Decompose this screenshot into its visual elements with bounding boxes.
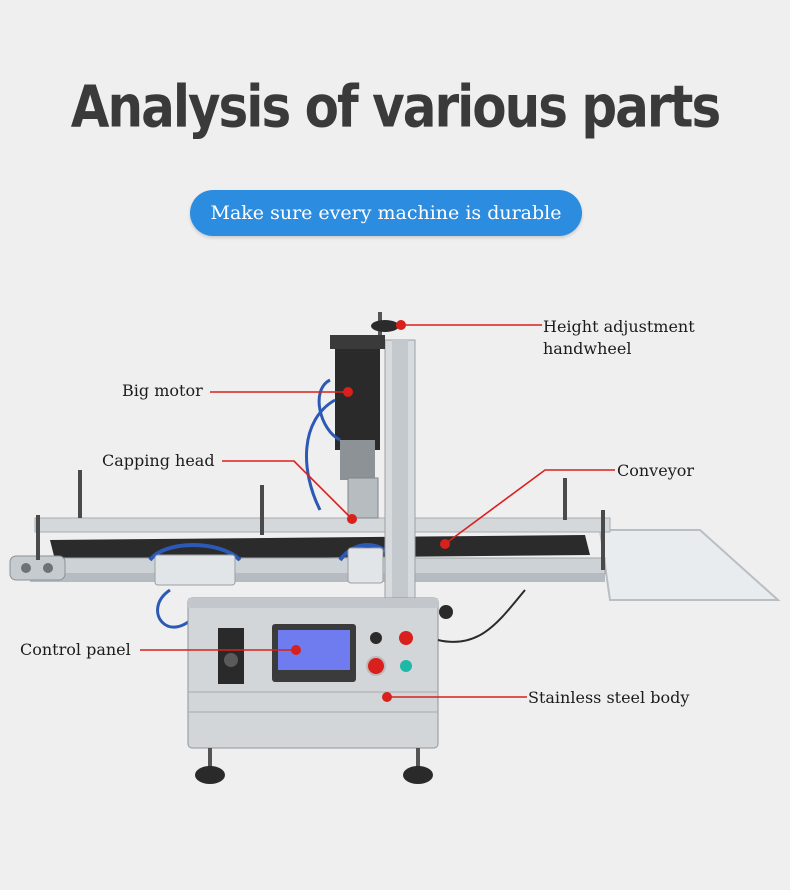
conveyor-dot xyxy=(440,539,450,549)
handwheel-graphic xyxy=(371,320,399,332)
handwheel-label-line1: Height adjustment xyxy=(543,317,695,336)
capping-head-callout-line xyxy=(222,460,353,520)
callout-lines xyxy=(140,324,615,698)
conveyor-back-rail xyxy=(34,517,611,533)
callout-dots xyxy=(291,320,450,702)
page-title: Analysis of various parts xyxy=(70,73,721,141)
capping-head-dot xyxy=(347,514,357,524)
control-panel-dot xyxy=(291,645,301,655)
capping-head-label: Capping head xyxy=(102,451,215,470)
conveyor-belt xyxy=(50,535,590,560)
conveyor-callout-line xyxy=(444,469,615,545)
outfeed-tray xyxy=(598,529,781,601)
capping-head-graphic xyxy=(347,477,379,519)
motor-graphic xyxy=(335,340,380,450)
conveyor-label: Conveyor xyxy=(617,461,695,480)
body-dot xyxy=(382,692,392,702)
subtitle-text: Make sure every machine is durable xyxy=(210,202,562,224)
handwheel-label-line2: handwheel xyxy=(543,339,632,358)
handwheel-label: Height adjustment handwheel xyxy=(543,316,695,360)
body-label: Stainless steel body xyxy=(528,688,690,707)
conveyor-front-rail xyxy=(29,557,606,575)
subtitle-badge: Make sure every machine is durable xyxy=(190,190,582,236)
control-panel-label: Control panel xyxy=(20,640,131,659)
handwheel-dot xyxy=(396,320,406,330)
motor-label: Big motor xyxy=(122,381,203,400)
motor-dot xyxy=(343,387,353,397)
